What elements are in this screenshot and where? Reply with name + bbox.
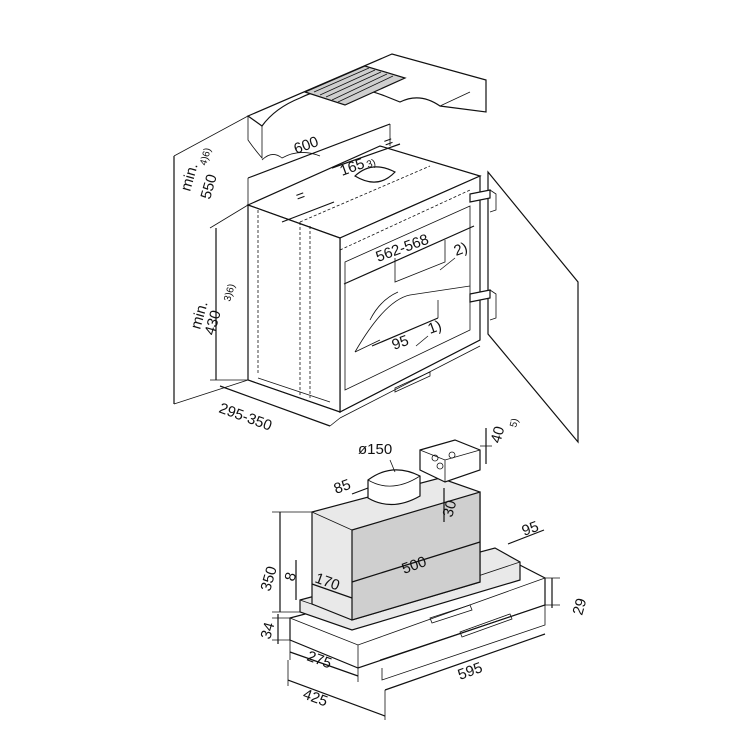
ref-1: 1) [415, 317, 444, 347]
ref-2: 2) [439, 239, 470, 271]
label-85: 85 [332, 476, 353, 498]
dim-350: 350 [258, 511, 312, 613]
dim-min-430: min. 430 3)6) [188, 204, 249, 381]
dim-95-cabinet: 95 [371, 300, 439, 354]
label-95-hood: 95 [520, 518, 541, 540]
dim-8: 8 [282, 560, 301, 600]
label-350: 350 [258, 564, 281, 593]
dim-150: ø150 [358, 441, 396, 473]
dim-85: 85 [332, 476, 369, 498]
label-ref-2: 2) [452, 239, 470, 260]
dim-30: 30 [440, 488, 461, 522]
dim-34: 34 [258, 614, 290, 644]
label-40: 40 [488, 424, 509, 445]
label-430: 430 [202, 308, 225, 337]
label-34: 34 [258, 620, 279, 641]
label-min-1: min. [178, 161, 202, 193]
label-550-note: 4)6) [198, 147, 213, 167]
extractor-hood [289, 439, 546, 681]
label-150: ø150 [358, 441, 392, 458]
dim-min-550: min. 550 4)6) [173, 115, 249, 405]
label-40-note: 5) [508, 417, 521, 429]
label-30: 30 [440, 498, 461, 519]
label-165-note: 3) [365, 157, 377, 170]
label-425: 425 [301, 686, 330, 711]
dim-95-hood: 95 [507, 518, 545, 545]
label-95-cabinet: 95 [390, 332, 411, 354]
label-595: 595 [456, 659, 485, 684]
dim-29: 29 [545, 577, 591, 617]
label-295-350: 295-350 [217, 400, 275, 435]
ceiling-vent-grille [303, 65, 407, 106]
dim-40: 40 5) [480, 417, 521, 464]
label-550: 550 [198, 172, 221, 201]
label-29: 29 [570, 596, 591, 617]
label-600: 600 [292, 133, 321, 158]
cabinet-door [469, 170, 579, 444]
label-430-note: 3)6) [222, 283, 237, 303]
label-ref-1: 1) [426, 317, 444, 338]
wall-cabinet [246, 145, 482, 419]
label-8: 8 [282, 570, 301, 583]
